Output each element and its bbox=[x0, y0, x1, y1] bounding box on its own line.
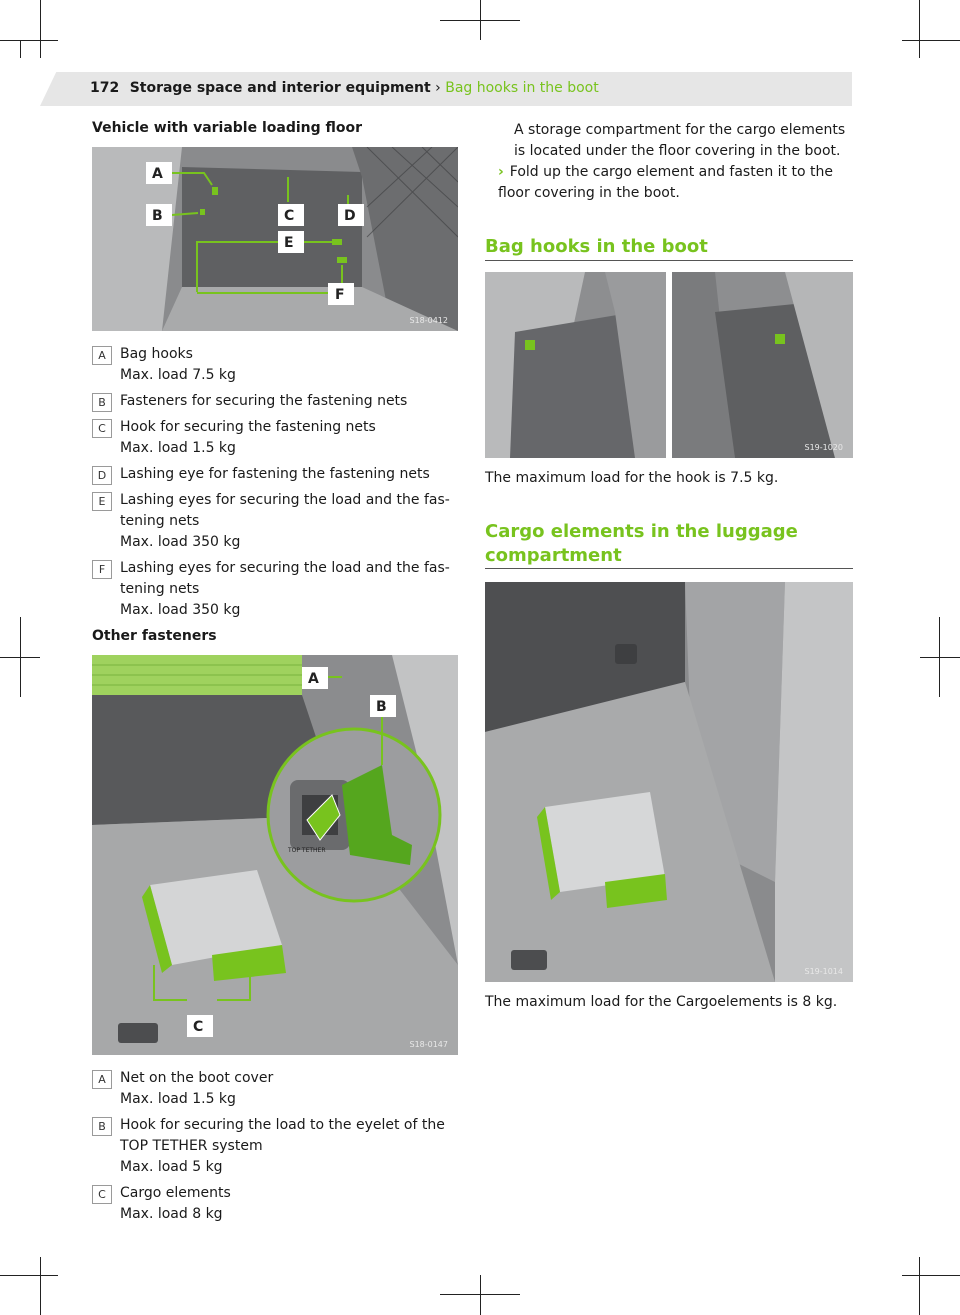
fig2-label-c: C bbox=[193, 1019, 203, 1035]
page-number: 172 bbox=[90, 80, 120, 96]
crop-mark bbox=[40, 1257, 41, 1315]
heading-variable-floor: Vehicle with variable loading floor bbox=[92, 120, 363, 136]
legend-key: B bbox=[92, 1117, 112, 1136]
legend-key: E bbox=[92, 492, 112, 511]
fig1-label-d: D bbox=[344, 208, 356, 224]
cargo-elements-text: The maximum load for the Cargoelements i… bbox=[485, 994, 838, 1010]
legend-key: A bbox=[92, 1070, 112, 1089]
storage-intro: A storage compartment for the cargo elem… bbox=[514, 122, 846, 159]
crop-mark bbox=[939, 617, 940, 697]
top-tether-text: TOP TETHER bbox=[287, 847, 326, 854]
legend-key: A bbox=[92, 346, 112, 365]
heading-other-fasteners: Other fasteners bbox=[92, 628, 217, 644]
breadcrumb: 172 Storage space and interior equipment… bbox=[90, 80, 599, 96]
fig1-label-c: C bbox=[284, 208, 294, 224]
legend-key: C bbox=[92, 1185, 112, 1204]
crop-mark bbox=[919, 0, 920, 58]
figure-code: S18-0412 bbox=[409, 316, 448, 325]
breadcrumb-current[interactable]: Bag hooks in the boot bbox=[445, 80, 599, 96]
bullet-text: Fold up the cargo element and fasten it … bbox=[498, 164, 833, 201]
crop-mark bbox=[902, 40, 960, 41]
bullet-marker: › bbox=[498, 164, 504, 180]
bag-hooks-text: The maximum load for the hook is 7.5 kg. bbox=[485, 470, 779, 486]
figure-code: S18-0147 bbox=[409, 1040, 448, 1049]
crop-mark bbox=[0, 40, 58, 41]
fig1-label-e: E bbox=[284, 235, 294, 251]
crop-mark bbox=[20, 40, 21, 58]
section-title-bag-hooks: Bag hooks in the boot bbox=[485, 236, 708, 257]
figure-variable-floor: A B C D E F S18-0412 bbox=[92, 147, 458, 331]
crop-mark bbox=[920, 657, 960, 658]
fig1-label-a: A bbox=[152, 166, 163, 182]
figure-bag-hooks: S19-1020 bbox=[485, 272, 853, 458]
figure-cargo-elements: S19-1014 bbox=[485, 582, 853, 982]
header-bar-tip bbox=[836, 72, 852, 106]
figure-code: S19-1014 bbox=[804, 967, 843, 976]
crop-mark bbox=[480, 1275, 481, 1315]
crop-mark bbox=[40, 0, 41, 58]
crop-mark bbox=[902, 1275, 960, 1276]
figure-code: S19-1020 bbox=[804, 443, 843, 452]
legend-key: B bbox=[92, 393, 112, 412]
figure-other-fasteners: TOP TETHER A B C S18-0147 bbox=[92, 655, 458, 1055]
crop-mark bbox=[919, 1257, 920, 1315]
fig2-label-a: A bbox=[308, 671, 319, 687]
legend-key: D bbox=[92, 466, 112, 485]
storage-bullet: ›Fold up the cargo element and fasten it… bbox=[498, 162, 854, 204]
legend-key: F bbox=[92, 560, 112, 579]
section-rule bbox=[485, 260, 853, 261]
breadcrumb-section[interactable]: Storage space and interior equipment bbox=[129, 80, 431, 96]
crop-mark bbox=[0, 1275, 58, 1276]
legend-key: C bbox=[92, 419, 112, 438]
crop-mark bbox=[480, 0, 481, 40]
header-bar bbox=[40, 72, 852, 106]
fig1-label-b: B bbox=[152, 208, 163, 224]
breadcrumb-separator: › bbox=[435, 80, 441, 96]
section-title-cargo-elements: Cargo elements in the luggage compartmen… bbox=[485, 521, 798, 566]
fig1-label-f: F bbox=[335, 287, 345, 303]
fig2-label-b: B bbox=[376, 699, 387, 715]
crop-mark bbox=[20, 617, 21, 697]
section-rule bbox=[485, 568, 853, 569]
